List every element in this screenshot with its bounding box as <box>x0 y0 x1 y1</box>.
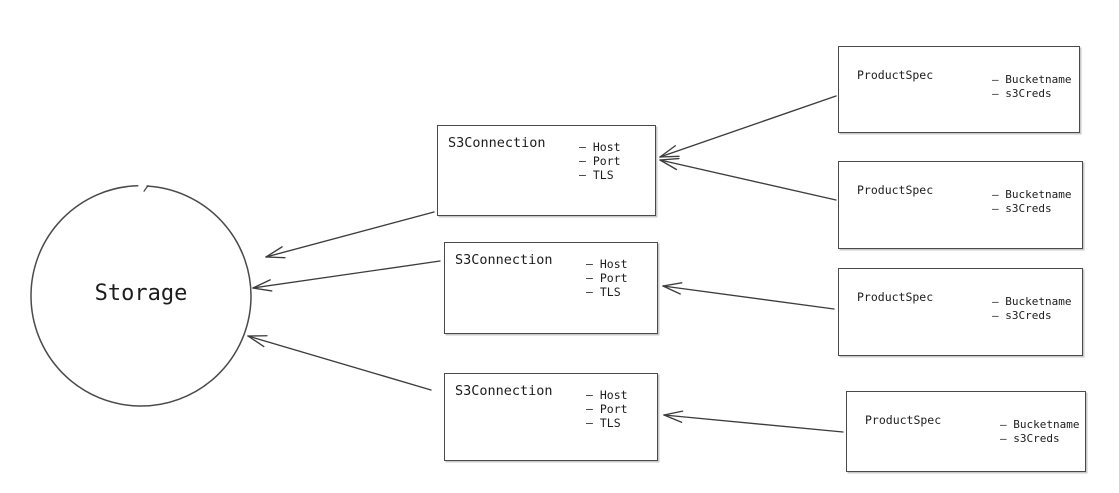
productspec-title: ProductSpec <box>865 413 942 427</box>
productspec-box[interactable]: ProductSpec – Bucketname– s3Creds <box>838 268 1083 356</box>
arrow-edge-conn3-storage <box>247 335 432 391</box>
arrow-edge-spec4-conn3 <box>663 410 844 433</box>
productspec-attribute-list: – Bucketname– s3Creds <box>992 188 1071 216</box>
s3connection-box[interactable]: S3Connection – Host– Port– TLS <box>444 373 658 461</box>
productspec-attribute: – s3Creds <box>992 87 1052 101</box>
productspec-attribute: – Bucketname <box>992 295 1072 308</box>
s3connection-box[interactable]: S3Connection – Host– Port– TLS <box>437 125 656 216</box>
productspec-title: ProductSpec <box>857 183 934 197</box>
arrow-edge-spec1-conn1 <box>659 95 837 158</box>
productspec-attribute: – Bucketname <box>992 73 1072 86</box>
storage-circle-outline <box>30 184 252 407</box>
arrow-edge-spec3-conn2 <box>662 282 835 310</box>
s3connection-title: S3Connection <box>455 383 553 399</box>
s3connection-attribute: – TLS <box>586 285 621 300</box>
s3connection-attribute: – Port <box>586 402 628 417</box>
productspec-attribute: – Bucketname <box>1000 418 1080 431</box>
productspec-box[interactable]: ProductSpec – Bucketname– s3Creds <box>838 46 1080 133</box>
storage-label: Storage <box>94 281 188 306</box>
productspec-box[interactable]: ProductSpec – Bucketname– s3Creds <box>846 391 1086 472</box>
productspec-box[interactable]: ProductSpec – Bucketname– s3Creds <box>838 161 1083 249</box>
productspec-title: ProductSpec <box>857 68 934 82</box>
productspec-attribute-list: – Bucketname– s3Creds <box>992 295 1071 323</box>
storage-node[interactable]: Storage <box>27 182 255 410</box>
arrow-edge-conn2-storage <box>252 260 441 292</box>
productspec-attribute-list: – Bucketname– s3Creds <box>1000 418 1079 446</box>
s3connection-attribute: – TLS <box>586 416 621 431</box>
s3connection-attribute-list: – Host– Port– TLS <box>579 140 621 183</box>
productspec-attribute: – s3Creds <box>992 309 1052 323</box>
s3connection-attribute: – Host <box>586 388 628 402</box>
productspec-title: ProductSpec <box>857 290 934 304</box>
productspec-attribute: – s3Creds <box>992 202 1052 216</box>
s3connection-attribute: – Port <box>579 154 621 169</box>
s3connection-title: S3Connection <box>448 135 546 151</box>
s3connection-attribute: – Host <box>586 257 628 271</box>
s3connection-title: S3Connection <box>455 252 553 268</box>
productspec-attribute: – s3Creds <box>1000 432 1060 446</box>
arrow-edge-conn1-storage <box>265 211 435 259</box>
s3connection-box[interactable]: S3Connection – Host– Port– TLS <box>444 242 658 334</box>
productspec-attribute: – Bucketname <box>992 188 1072 201</box>
s3connection-attribute-list: – Host– Port– TLS <box>586 257 628 300</box>
productspec-attribute-list: – Bucketname– s3Creds <box>992 73 1071 101</box>
s3connection-attribute: – TLS <box>579 168 614 183</box>
arrow-edge-spec2-conn1 <box>659 157 837 201</box>
s3connection-attribute: – Host <box>579 140 621 154</box>
s3connection-attribute-list: – Host– Port– TLS <box>586 388 628 431</box>
s3connection-attribute: – Port <box>586 271 628 286</box>
